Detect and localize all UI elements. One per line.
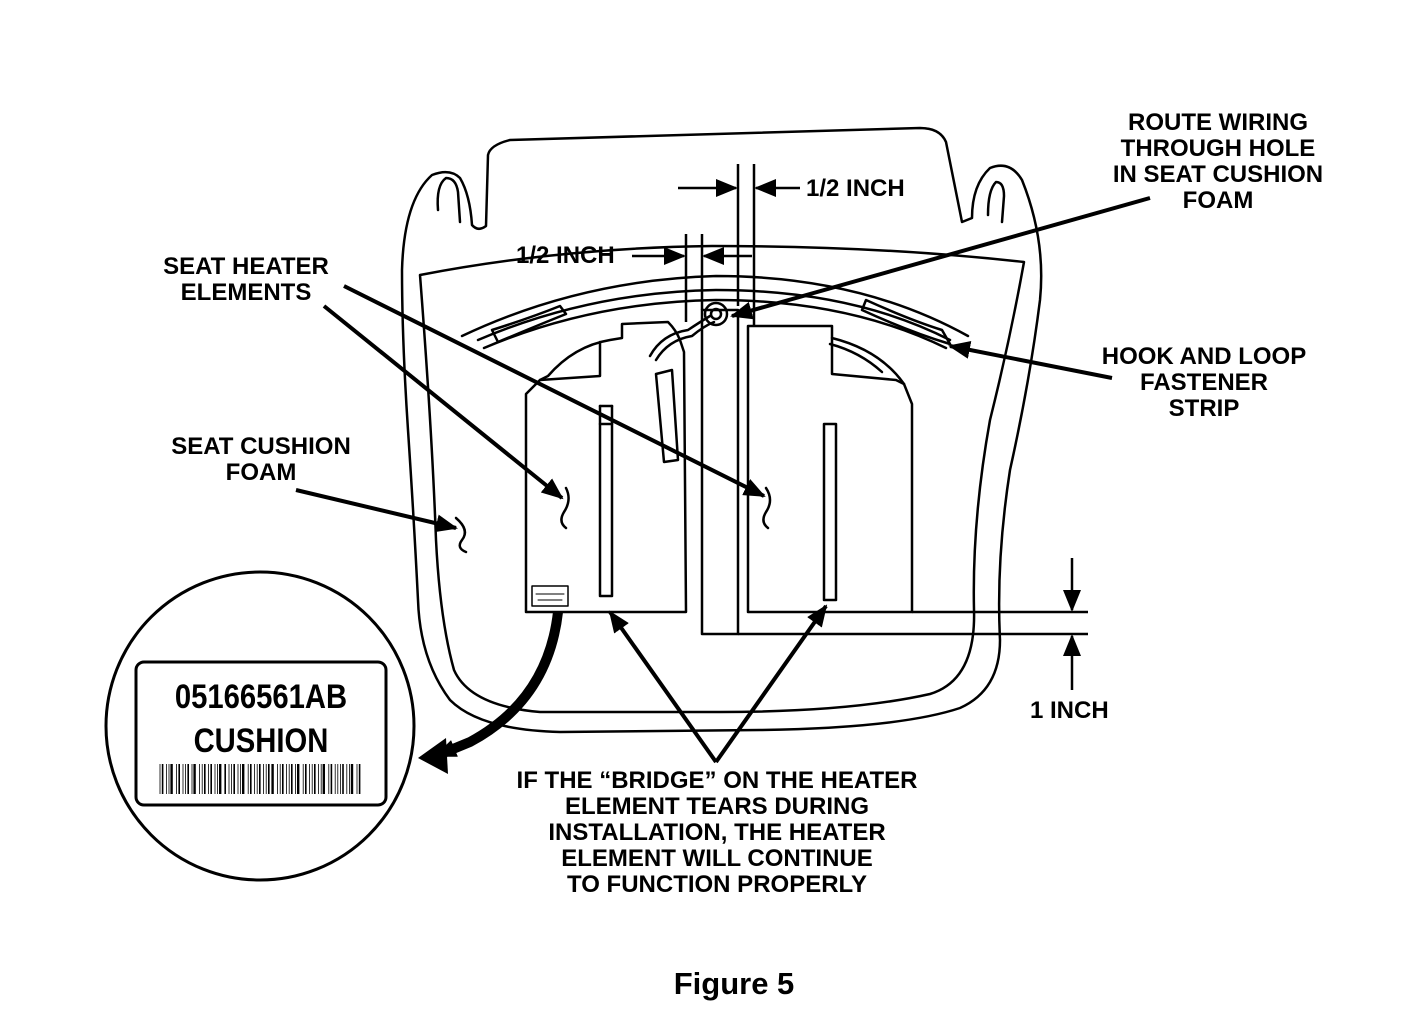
route-wiring-line-1: ROUTE WIRING [1128,109,1308,136]
half-inch-top-label: 1/2 INCH [806,175,905,202]
heater-leader-left [322,304,564,500]
bridge-line-1: IF THE “BRIDGE” ON THE HEATER [516,767,918,794]
magnify-arrow [434,611,563,761]
half-inch-left-label: 1/2 INCH [516,242,615,269]
bridge-note-callout: IF THE “BRIDGE” ON THE HEATER ELEMENT TE… [486,768,948,898]
heater-bridge-left [598,422,614,598]
figure-caption: Figure 5 [673,966,795,1001]
foam-leader [295,488,458,533]
route-wiring-line-3: IN SEAT CUSHION [1112,161,1324,188]
barcode [159,764,361,794]
cushion-outline [400,126,1043,734]
wiring-hole [703,301,729,327]
hook-loop-strip-left [490,304,568,344]
bridge-leader-left [608,610,718,764]
seat-heater-elements-callout: SEAT HEATER ELEMENTS [146,254,346,306]
heater-element-left [524,320,688,614]
heater-wire [648,314,712,358]
bridge-line-5: TO FUNCTION PROPERLY [566,871,868,898]
fastener-leader [948,341,1113,380]
part-number: 05166561AB [174,678,348,716]
bridge-line-4: ELEMENT WILL CONTINUE [561,845,873,872]
hook-loop-line-3: STRIP [1168,395,1240,422]
heater-element-right [746,324,914,614]
element-tag [531,585,569,607]
route-wiring-callout: ROUTE WIRING THROUGH HOLE IN SEAT CUSHIO… [1098,110,1338,214]
foam-line-1: SEAT CUSHION [171,433,351,460]
bridge-line-2: ELEMENT TEARS DURING [564,793,869,820]
hook-loop-line-2: FASTENER [1139,369,1268,396]
bridge-line-3: INSTALLATION, THE HEATER [548,819,886,846]
route-wiring-leader [730,196,1151,320]
hook-and-loop-callout: HOOK AND LOOP FASTENER STRIP [1086,344,1322,422]
part-name: CUSHION [193,722,329,760]
part-label-text: 05166561AB CUSHION [136,662,386,805]
bridge-leader-right [714,604,828,764]
route-wiring-line-4: FOAM [1182,187,1254,214]
route-wiring-line-2: THROUGH HOLE [1120,135,1316,162]
one-inch-label: 1 INCH [1030,697,1109,724]
foam-line-2: FOAM [225,459,297,486]
heater-bridge-right [822,422,838,602]
seat-heater-line-2: ELEMENTS [180,279,312,306]
seat-cushion-foam-callout: SEAT CUSHION FOAM [156,434,366,486]
seat-heater-line-1: SEAT HEATER [163,253,329,280]
hook-loop-line-1: HOOK AND LOOP [1101,343,1307,370]
heater-leader-right [343,284,766,498]
